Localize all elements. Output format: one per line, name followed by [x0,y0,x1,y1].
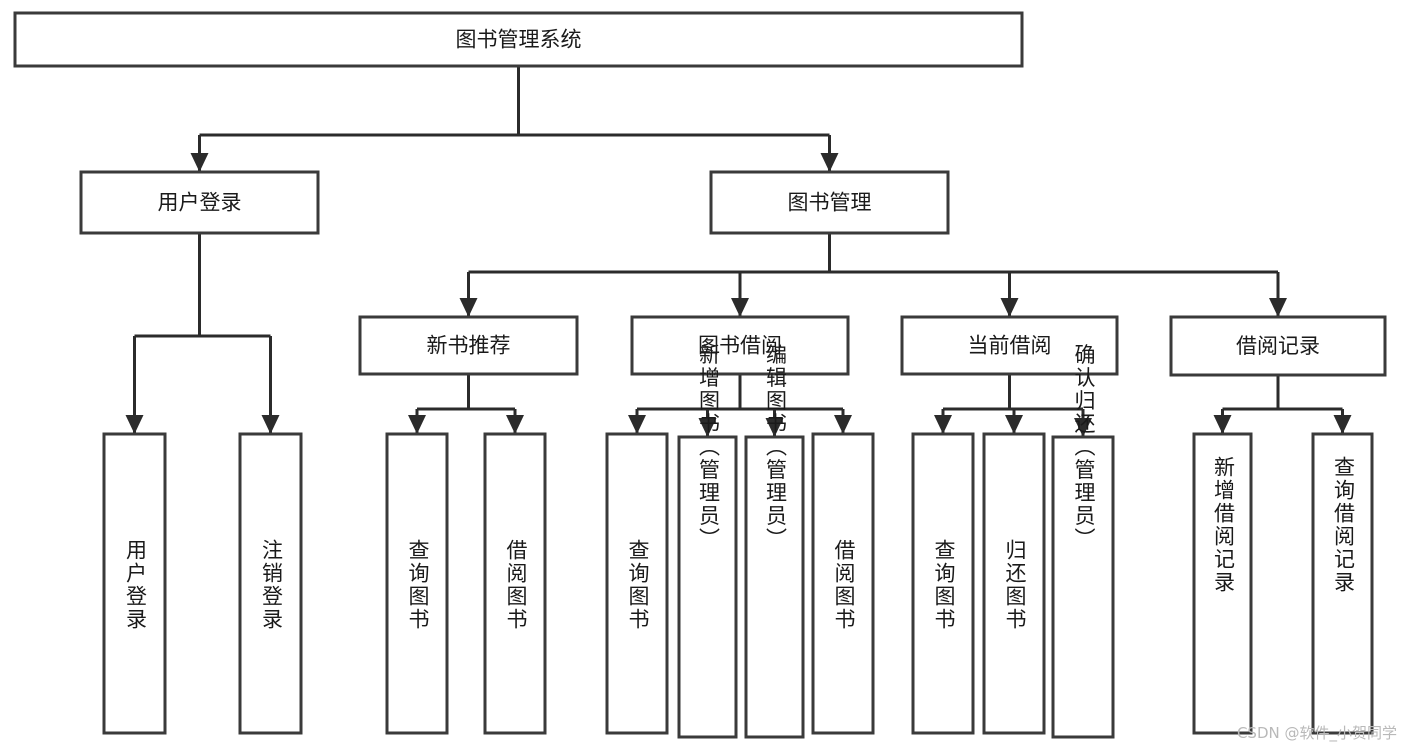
arrow-head-icon [459,298,478,317]
node-box-leaf-query-book-1 [385,432,449,735]
node-leaf-query-book-3[interactable]: 查询图书 [911,432,975,735]
edges-from-user-login [125,233,280,434]
node-label-current-borrow: 当前借阅 [968,334,1052,358]
node-box-new-book-recommend [358,315,579,376]
node-book-manage[interactable]: 图书管理 [709,170,950,235]
edges-from-book-manage [459,233,1287,317]
node-label-new-book-recommend: 新书推荐 [427,334,511,358]
node-leaf-edit-book[interactable]: 编辑图书（管理员） [744,344,805,739]
edges-from-book-borrow [628,374,852,437]
arrow-head-icon [125,415,144,434]
node-box-leaf-add-book [677,435,738,739]
node-label-leaf-query-record: 查询借阅记录 [1332,456,1356,594]
node-label-leaf-return-book: 归还图书 [1003,539,1027,631]
node-label-leaf-borrow-book-1: 借阅图书 [504,539,528,631]
arrow-head-icon [1333,415,1352,434]
node-leaf-add-book[interactable]: 新增图书（管理员） [677,344,738,739]
arrow-head-icon [628,415,646,434]
node-label-leaf-add-book: 新增图书（管理员） [697,344,721,551]
node-box-leaf-query-book-3 [911,432,975,735]
node-leaf-user-login[interactable]: 用户登录 [102,432,167,735]
edges-from-current-borrow [934,374,1092,437]
node-leaf-borrow-book-1[interactable]: 借阅图书 [483,432,547,735]
node-label-user-login: 用户登录 [158,191,242,215]
node-label-book-manage: 图书管理 [788,191,872,215]
node-user-login[interactable]: 用户登录 [79,170,320,235]
arrow-head-icon [261,415,280,434]
edges-from-borrow-record [1213,375,1352,434]
node-label-leaf-borrow-book-2: 借阅图书 [832,539,856,631]
node-box-borrow-record [1169,315,1387,377]
node-leaf-return-book[interactable]: 归还图书 [982,432,1046,735]
arrow-head-icon [408,415,426,434]
node-box-leaf-query-record [1311,432,1374,735]
node-box-root [13,11,1024,68]
arrow-head-icon [698,418,717,437]
arrow-head-icon [934,415,952,434]
arrow-head-icon [1000,298,1019,317]
diagram-nodes-group: 图书管理系统用户登录图书管理新书推荐图书借阅当前借阅借阅记录用户登录注销登录查询… [13,11,1387,739]
arrow-head-icon [765,418,784,437]
node-label-leaf-add-record: 新增借阅记录 [1212,456,1236,594]
node-label-leaf-query-book-3: 查询图书 [932,539,956,631]
node-label-leaf-query-book-1: 查询图书 [406,539,430,631]
arrow-head-icon [1269,298,1287,317]
node-leaf-query-record[interactable]: 查询借阅记录 [1311,432,1374,735]
node-box-book-borrow [630,315,850,376]
node-book-borrow[interactable]: 图书借阅 [630,315,850,376]
arrow-head-icon [190,153,209,172]
node-label-root: 图书管理系统 [456,28,582,52]
node-current-borrow[interactable]: 当前借阅 [900,315,1119,376]
edges-from-root [190,66,839,172]
node-box-leaf-query-book-2 [605,432,669,735]
connector-edges-group [125,66,1352,437]
arrow-head-icon [1005,415,1023,434]
node-box-book-manage [709,170,950,235]
node-leaf-query-book-1[interactable]: 查询图书 [385,432,449,735]
node-leaf-add-record[interactable]: 新增借阅记录 [1192,432,1253,735]
edges-from-new-book-recommend [408,374,524,434]
node-root[interactable]: 图书管理系统 [13,11,1024,68]
arrow-head-icon [1074,418,1092,437]
node-box-leaf-user-login [102,432,167,735]
node-leaf-query-book-2[interactable]: 查询图书 [605,432,669,735]
node-label-leaf-confirm-return: 确认归还（管理员） [1072,344,1096,551]
node-new-book-recommend[interactable]: 新书推荐 [358,315,579,376]
node-box-leaf-logout [238,432,303,735]
node-label-leaf-logout: 注销登录 [260,539,284,631]
node-label-borrow-record: 借阅记录 [1236,334,1320,358]
node-box-current-borrow [900,315,1119,376]
arrow-head-icon [506,415,524,434]
node-box-user-login [79,170,320,235]
node-borrow-record[interactable]: 借阅记录 [1169,315,1387,377]
node-box-leaf-add-record [1192,432,1253,735]
arrow-head-icon [820,153,839,172]
node-box-leaf-edit-book [744,435,805,739]
node-box-leaf-confirm-return [1051,435,1115,739]
node-label-leaf-user-login: 用户登录 [124,539,148,631]
node-box-leaf-borrow-book-2 [811,432,875,735]
node-leaf-logout[interactable]: 注销登录 [238,432,303,735]
node-box-leaf-return-book [982,432,1046,735]
node-label-book-borrow: 图书借阅 [698,334,782,358]
node-label-leaf-edit-book: 编辑图书（管理员） [764,344,788,551]
node-label-leaf-query-book-2: 查询图书 [626,539,650,631]
arrow-head-icon [1213,415,1232,434]
arrow-head-icon [834,415,852,434]
node-leaf-confirm-return[interactable]: 确认归还（管理员） [1051,344,1115,739]
node-leaf-borrow-book-2[interactable]: 借阅图书 [811,432,875,735]
node-box-leaf-borrow-book-1 [483,432,547,735]
arrow-head-icon [731,298,749,317]
